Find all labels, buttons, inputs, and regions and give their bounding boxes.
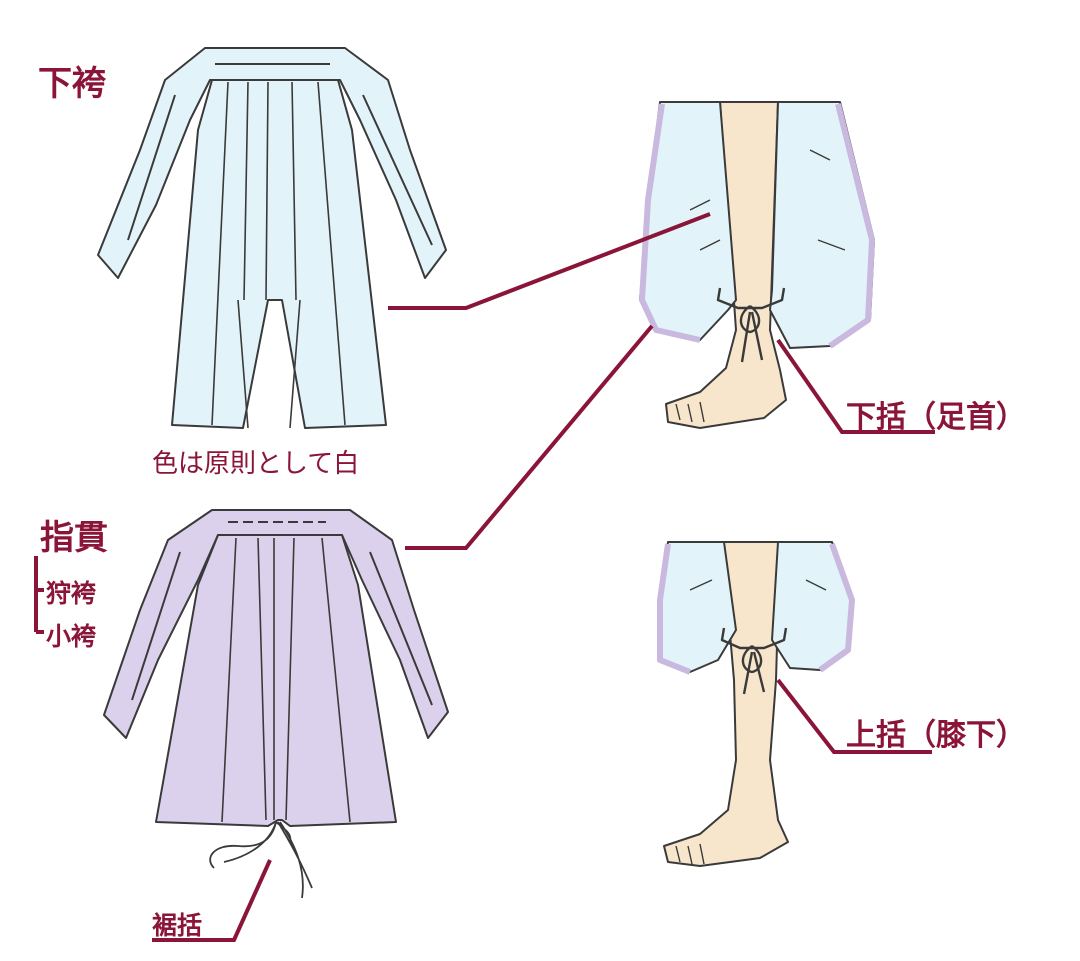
ankle-tie-knot <box>716 287 786 363</box>
leader-shitabakama <box>388 212 711 310</box>
ankle-trouser-right <box>769 101 875 349</box>
label-uwakukuri: 上括（膝下） <box>846 718 1026 753</box>
label-kobakama: 小袴 <box>46 622 97 651</box>
label-karibakama: 狩袴 <box>46 579 97 608</box>
label-shitakukuri: 下括（足首） <box>846 400 1026 435</box>
leader-susokukuri <box>152 859 272 942</box>
knee-leg <box>663 541 789 867</box>
label-susokukuri: 裾括 <box>152 911 203 940</box>
knee-trouser-left <box>659 541 737 673</box>
label-shitabakama: 下袴 <box>38 64 106 104</box>
shitabakama-illustration <box>97 47 447 429</box>
label-sashinuki: 指貫 <box>40 518 108 558</box>
shitabakama-body <box>171 79 387 429</box>
knee-tie-illustration <box>657 541 855 867</box>
leader-shitakukuri <box>776 338 935 434</box>
sashinuki-illustration <box>103 509 449 899</box>
knee-tie-knot <box>720 627 788 695</box>
ankle-leg <box>665 101 787 429</box>
leader-uwakukuri <box>776 678 932 754</box>
sashinuki-body <box>155 534 397 827</box>
shitabakama-tie-band <box>97 47 447 279</box>
hem-tie-cords <box>209 821 313 899</box>
label-color-note: 色は原則として白 <box>152 449 360 479</box>
bracket-hakama-types <box>34 556 44 634</box>
leader-sashinuki <box>405 324 654 550</box>
leader-lines <box>34 212 935 942</box>
ankle-tie-illustration <box>639 101 875 429</box>
